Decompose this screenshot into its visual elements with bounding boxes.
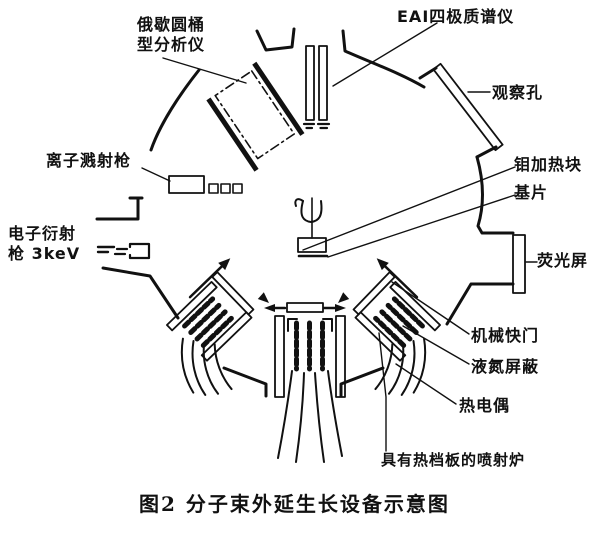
leader-substrate <box>327 194 516 258</box>
leader-thermocouple <box>395 363 457 405</box>
leader-lines <box>141 22 538 452</box>
leader-auger <box>162 57 247 84</box>
leader-ion-gun <box>141 167 171 182</box>
label-thermocouple: 热电偶 <box>459 396 511 415</box>
figure-caption: 图2 分子束外延生长设备示意图 <box>139 492 450 516</box>
label-e-gun-line2: 枪 3keV <box>8 244 81 263</box>
electron-gun <box>96 242 151 260</box>
leader-shutter <box>391 281 470 335</box>
ion-sputter-gun <box>168 175 243 194</box>
observation-window <box>432 62 504 152</box>
auger-analyzer <box>206 61 305 172</box>
label-mo-heater-block: 钼加热块 <box>514 155 583 174</box>
leader-ln2 <box>402 325 470 365</box>
label-mass-spec: EAI四极质谱仪 <box>397 7 515 26</box>
label-e-gun-line1: 电子衍射 <box>8 224 77 243</box>
effusion-cell-right <box>311 255 467 410</box>
label-auger-line1: 俄歇圆桶 <box>137 15 206 34</box>
effusion-cell-left <box>141 255 297 410</box>
label-ln2-shield: 液氮屏蔽 <box>471 357 540 376</box>
label-auger-line2: 型分析仪 <box>137 35 206 54</box>
substrate-holder <box>294 197 329 258</box>
leader-furnace <box>378 332 387 452</box>
fluorescent-screen <box>512 234 526 294</box>
label-fluorescent-screen: 荧光屏 <box>537 251 589 270</box>
label-effusion-furnace: 具有热档板的喷射炉 <box>381 451 526 469</box>
label-mechanical-shutter: 机械快门 <box>471 326 540 345</box>
label-substrate: 基片 <box>514 183 549 202</box>
center-shutter-and-arrows <box>257 292 350 313</box>
leader-mass-spec <box>332 22 438 87</box>
quadrupole-mass-spec <box>302 45 331 130</box>
chamber-wall <box>95 27 515 398</box>
label-viewport: 观察孔 <box>492 83 544 102</box>
leader-mo-block <box>302 166 516 251</box>
effusion-cell-center <box>274 315 346 463</box>
label-ion-gun: 离子溅射枪 <box>46 151 132 170</box>
